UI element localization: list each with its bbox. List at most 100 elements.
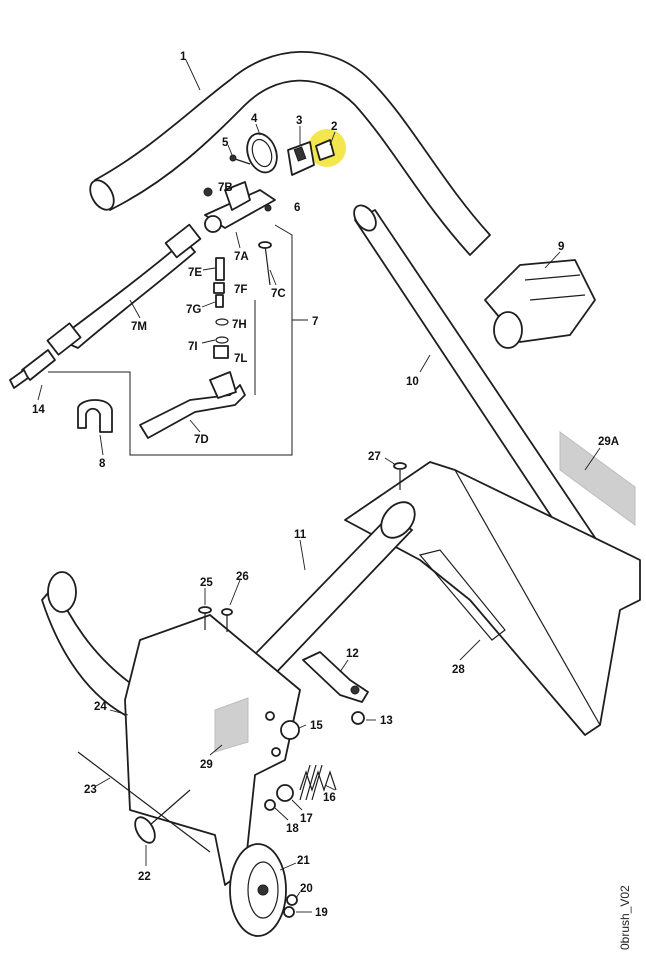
- part-29a-label: [559, 431, 636, 526]
- part-17-washer: [276, 784, 294, 802]
- callout-21: 21: [279, 855, 310, 871]
- callout-7H: 7H: [232, 319, 247, 331]
- svg-text:25: 25: [200, 577, 213, 589]
- svg-text:29A: 29A: [598, 436, 619, 448]
- part-21-wheel: [229, 843, 287, 937]
- part-7m-hose: [9, 223, 202, 389]
- part-13-nut: [351, 711, 365, 725]
- callout-7C: 7C: [269, 269, 286, 300]
- svg-text:7F: 7F: [234, 284, 247, 296]
- svg-text:5: 5: [222, 137, 229, 149]
- svg-text:13: 13: [380, 715, 393, 727]
- callout-15: 15: [298, 720, 323, 732]
- callout-18: 18: [274, 807, 299, 835]
- callout-29A: 29A: [584, 436, 619, 471]
- callout-25: 25: [200, 577, 213, 605]
- callout-7A: 7A: [234, 231, 249, 263]
- kit-7-group-outline: [48, 224, 293, 456]
- svg-text:21: 21: [297, 855, 310, 867]
- part-18-nut: [264, 799, 276, 811]
- part-25-screw: [198, 606, 212, 630]
- callout-7: 7: [312, 316, 318, 328]
- svg-text:7C: 7C: [271, 288, 286, 300]
- callout-6: 6: [294, 202, 300, 214]
- svg-text:22: 22: [138, 871, 151, 883]
- svg-text:23: 23: [84, 784, 97, 796]
- callout-1: 1: [180, 51, 201, 91]
- callout-16: 16: [323, 784, 336, 804]
- callout-14: 14: [32, 384, 45, 416]
- callout-26: 26: [229, 571, 249, 606]
- svg-text:24: 24: [94, 701, 107, 713]
- callout-9: 9: [544, 241, 564, 269]
- svg-text:7I: 7I: [188, 341, 198, 353]
- callout-19: 19: [296, 907, 328, 919]
- part-12-bracket: [302, 651, 369, 703]
- part-7d-lever: [139, 371, 246, 439]
- svg-text:19: 19: [315, 907, 328, 919]
- svg-text:3: 3: [296, 115, 302, 127]
- svg-text:26: 26: [236, 571, 249, 583]
- svg-text:15: 15: [310, 720, 323, 732]
- svg-text:10: 10: [406, 376, 419, 388]
- svg-text:7H: 7H: [232, 319, 247, 331]
- svg-text:14: 14: [32, 404, 45, 416]
- part-24-housing: [124, 614, 301, 886]
- callout-10: 10: [406, 354, 431, 388]
- svg-text:17: 17: [300, 813, 313, 825]
- svg-text:7A: 7A: [234, 251, 249, 263]
- callout-27: 27: [368, 451, 397, 466]
- callout-7L: 7L: [234, 353, 247, 365]
- svg-text:28: 28: [452, 664, 465, 676]
- svg-text:27: 27: [368, 451, 381, 463]
- callout-22: 22: [138, 845, 151, 883]
- callout-20: 20: [295, 883, 313, 899]
- callout-7I: 7I: [188, 339, 216, 353]
- svg-text:12: 12: [346, 648, 359, 660]
- svg-text:11: 11: [294, 529, 307, 541]
- callout-28: 28: [452, 639, 481, 676]
- svg-text:7L: 7L: [234, 353, 247, 365]
- svg-text:1: 1: [180, 51, 187, 63]
- callout-7E: 7E: [188, 267, 216, 279]
- callout-7M: 7M: [129, 299, 147, 333]
- svg-text:7B: 7B: [218, 182, 233, 194]
- callout-3: 3: [296, 115, 302, 145]
- part-9-bracket: [484, 259, 596, 349]
- svg-text:7D: 7D: [194, 434, 209, 446]
- svg-text:2: 2: [331, 121, 337, 133]
- svg-text:8: 8: [99, 458, 106, 470]
- document-code: 0brush_V02: [618, 885, 632, 950]
- callout-13: 13: [366, 715, 393, 727]
- callout-labels: 1 2 3 4 5 6 7 7A 7B 7C 7D 7E 7F 7G 7H 7I…: [32, 51, 619, 919]
- svg-text:7G: 7G: [186, 304, 201, 316]
- callout-11: 11: [294, 529, 307, 571]
- callout-2: 2: [329, 121, 337, 146]
- svg-text:18: 18: [286, 823, 299, 835]
- callout-7F: 7F: [234, 284, 247, 296]
- svg-text:4: 4: [251, 113, 258, 125]
- svg-text:6: 6: [294, 202, 300, 214]
- part-15-knob: [280, 720, 300, 740]
- callout-29: 29: [200, 744, 223, 771]
- callout-17: 17: [291, 799, 313, 825]
- callout-5: 5: [222, 137, 233, 156]
- svg-text:20: 20: [300, 883, 313, 895]
- svg-text:16: 16: [323, 792, 336, 804]
- callout-7G: 7G: [186, 301, 216, 316]
- part-1-upper-handle: [89, 50, 491, 256]
- part-16-spring: [299, 764, 337, 801]
- callout-8: 8: [99, 434, 106, 470]
- svg-text:29: 29: [200, 759, 213, 771]
- svg-text:7M: 7M: [131, 321, 147, 333]
- callout-23: 23: [84, 777, 111, 796]
- part-8-bracket: [77, 399, 113, 433]
- part-23-axle: [77, 751, 211, 853]
- part-28-frame: [344, 461, 641, 736]
- part-19-ring: [283, 906, 295, 918]
- part-22-knob: [134, 789, 191, 844]
- part-26-screw: [221, 608, 233, 632]
- callout-12: 12: [339, 648, 359, 673]
- svg-text:9: 9: [558, 241, 564, 253]
